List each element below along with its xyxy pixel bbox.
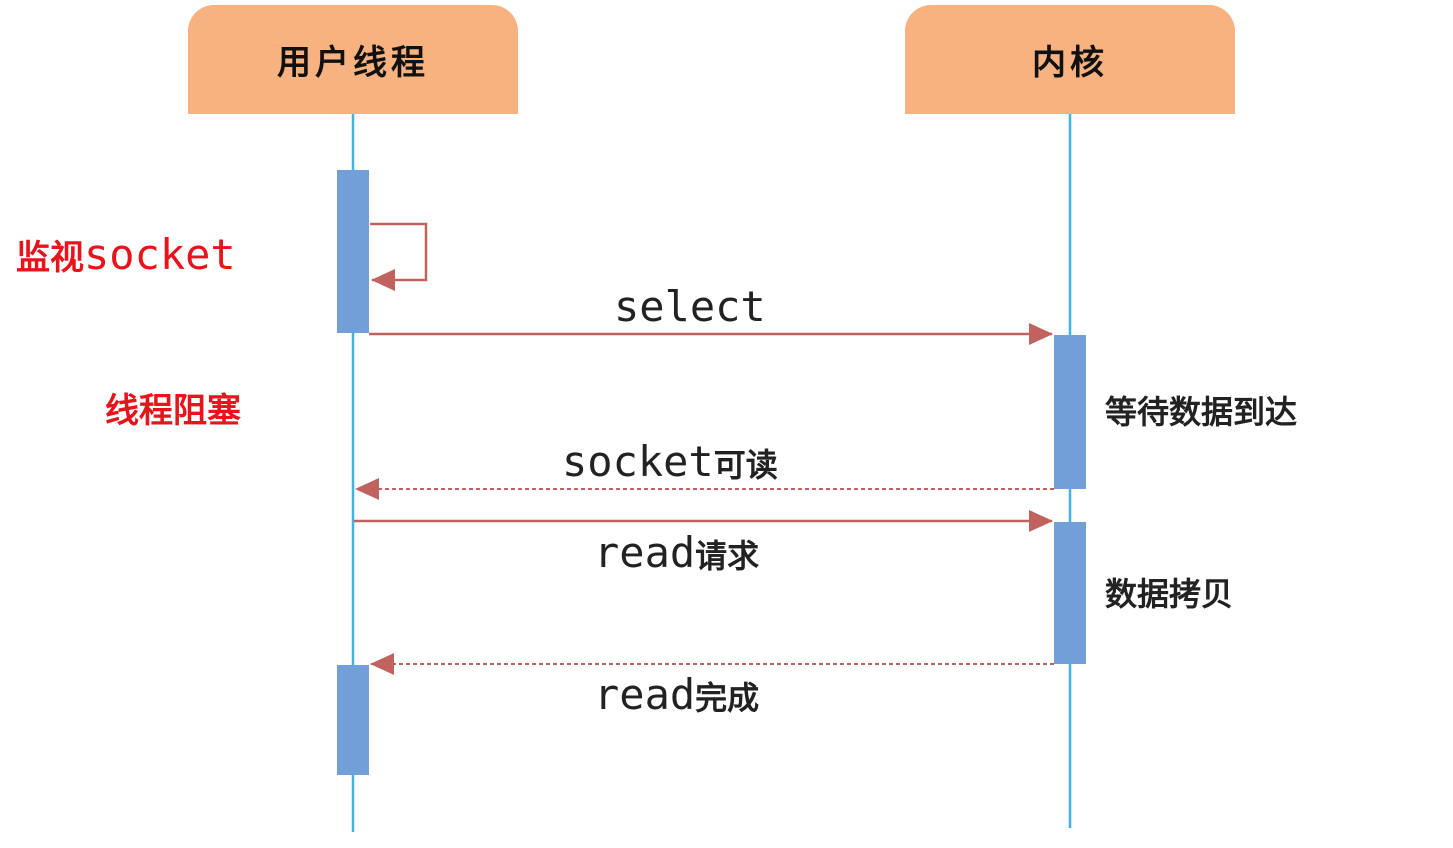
- self-call-arrow: [370, 222, 428, 291]
- user-activation-2: [337, 665, 369, 775]
- monitor-socket-word: socket: [84, 230, 236, 279]
- read-done-cn: 完成: [695, 679, 760, 717]
- actor-user-thread-label: 用户线程: [277, 43, 429, 83]
- monitor-socket-note: 监视socket: [16, 234, 236, 276]
- socket-readable-label: socket可读: [562, 441, 778, 483]
- read-done-label: read完成: [594, 674, 759, 716]
- kernel-activation-2: [1054, 522, 1086, 664]
- thread-blocked-note: 线程阻塞: [105, 391, 241, 431]
- read-request-cn: 请求: [695, 537, 760, 575]
- data-copy-note: 数据拷贝: [1105, 575, 1234, 613]
- actor-kernel-label: 内核: [1032, 43, 1108, 83]
- actor-kernel: 内核: [905, 5, 1235, 114]
- kernel-activation-1: [1054, 335, 1086, 489]
- socket-readable-word: socket: [562, 437, 714, 486]
- waiting-data-note: 等待数据到达: [1105, 393, 1298, 431]
- read-request-label: read请求: [594, 532, 759, 574]
- actor-user-thread: 用户线程: [188, 5, 518, 114]
- socket-readable-cn: 可读: [713, 446, 778, 484]
- read-request-word: read: [594, 528, 696, 577]
- monitor-socket-cn: 监视: [16, 238, 84, 278]
- read-done-word: read: [594, 670, 696, 719]
- select-label: select: [614, 282, 766, 331]
- user-activation-1: [337, 170, 369, 333]
